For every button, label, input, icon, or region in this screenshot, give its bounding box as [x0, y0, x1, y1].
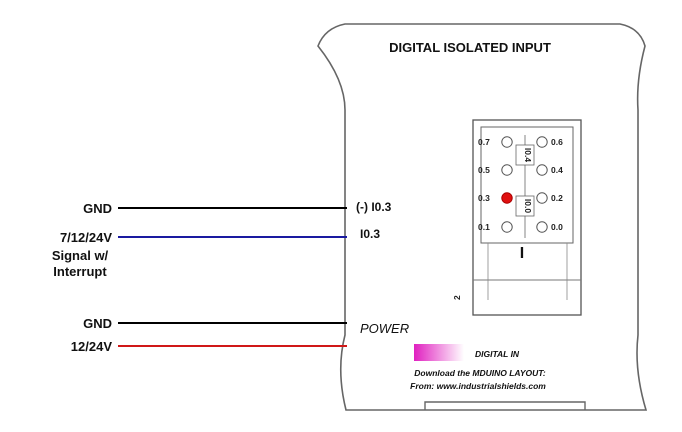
module-tag-top: l0.4 — [523, 148, 533, 162]
pin-label-0.3: 0.3 — [478, 193, 490, 203]
pin-label-0.6: 0.6 — [551, 137, 563, 147]
pin-0.3 — [501, 192, 513, 204]
download-text-line2: From: www.industrialshields.com — [410, 381, 546, 391]
terminal-label-input: I0.3 — [360, 227, 380, 241]
wire-label-gnd-signal: GND — [83, 201, 112, 216]
legend-swatch — [414, 344, 464, 361]
pin-0.1 — [501, 221, 513, 233]
wire-label-signal-line2: Signal w/ — [52, 248, 109, 263]
terminal-module: l0.4 l0.0 I — [472, 119, 582, 316]
wire-label-signal-line3: Interrupt — [53, 264, 107, 279]
pin-column-left: 0.7 0.5 0.3 0.1 — [478, 136, 513, 233]
device-foot — [424, 401, 586, 410]
module-index: I — [520, 245, 524, 262]
terminal-label-negative: (-) I0.3 — [356, 200, 392, 214]
pin-0.2 — [536, 192, 548, 204]
module-tag-bottom: l0.0 — [523, 199, 533, 213]
pin-label-0.7: 0.7 — [478, 137, 490, 147]
pin-0.6 — [536, 136, 548, 148]
pin-label-0.1: 0.1 — [478, 222, 490, 232]
wire-label-supply: 12/24V — [71, 339, 113, 354]
device-title: DIGITAL ISOLATED INPUT — [389, 40, 551, 55]
download-text-line1: Download the MDUINO LAYOUT: — [414, 368, 546, 378]
pin-0.0 — [536, 221, 548, 233]
pin-label-0.5: 0.5 — [478, 165, 490, 175]
pin-label-0.2: 0.2 — [551, 193, 563, 203]
pin-column-right: 0.6 0.4 0.2 0.0 — [536, 136, 563, 233]
pin-0.5 — [501, 164, 513, 176]
pin-0.7 — [501, 136, 513, 148]
side-mark: 2 — [452, 295, 462, 300]
legend-label: DIGITAL IN — [475, 349, 520, 359]
power-label: POWER — [360, 321, 409, 336]
wire-label-signal-voltage: 7/12/24V — [60, 230, 112, 245]
pin-0.4 — [536, 164, 548, 176]
pin-label-0.0: 0.0 — [551, 222, 563, 232]
wire-label-gnd-power: GND — [83, 316, 112, 331]
pin-label-0.4: 0.4 — [551, 165, 563, 175]
